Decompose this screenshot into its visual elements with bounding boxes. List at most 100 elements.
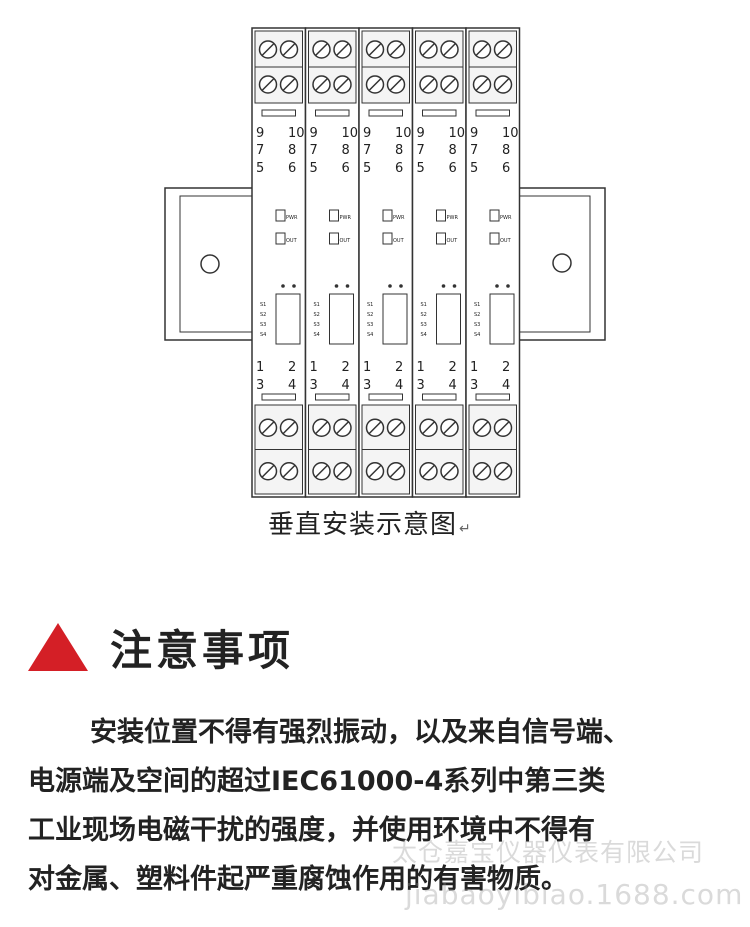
screw-slot: [261, 464, 275, 478]
dip-label: S2: [314, 312, 320, 318]
pin-number: 7: [256, 143, 264, 158]
pin-number: 5: [417, 161, 425, 176]
pin-number: 6: [288, 161, 296, 176]
notice-line: 对金属、塑料件起严重腐蚀作用的有害物质。: [28, 864, 568, 895]
pin-number: 9: [363, 126, 371, 141]
dip-label: S3: [314, 322, 320, 328]
pin-number: 9: [310, 126, 318, 141]
pin-number: 7: [417, 143, 425, 158]
led-out-icon: [329, 232, 339, 245]
screw-slot: [442, 77, 457, 92]
pin-number: 3: [256, 378, 264, 393]
screw-slot: [389, 421, 403, 435]
watermark-company: 太仓嘉宝仪器仪表有限公司: [392, 838, 705, 867]
pin-number: 3: [363, 378, 371, 393]
rail-mounting-hole-icon: [552, 253, 572, 273]
screw-slot: [314, 464, 329, 478]
screw-slot: [421, 421, 436, 435]
pin-number: 3: [470, 378, 478, 393]
dip-label: S1: [421, 302, 427, 308]
pin-number: 6: [342, 161, 350, 176]
dip-label: S2: [260, 312, 266, 318]
latch-tab: [315, 393, 350, 401]
screw-slot: [421, 42, 436, 57]
latch-tab: [475, 109, 510, 117]
dip-label: S1: [260, 302, 266, 308]
latch-tab: [315, 109, 350, 117]
latch-tab: [261, 109, 296, 117]
pin-number: 9: [256, 126, 264, 141]
screw-slot: [496, 42, 510, 57]
diagram-caption-text: 垂直安装示意图: [268, 510, 458, 540]
led-label: OUT: [447, 238, 459, 244]
led-out-icon: [382, 232, 393, 245]
dip-dot: [388, 284, 392, 288]
pin-number: 9: [417, 126, 425, 141]
pin-number: 5: [363, 161, 371, 176]
screw-slot: [282, 421, 296, 435]
screw-slot: [282, 77, 296, 92]
pin-number: 4: [502, 378, 510, 393]
pin-number: 8: [288, 143, 296, 158]
led-pwr-icon: [489, 209, 500, 222]
screw-slot: [335, 421, 350, 435]
pin-number: 7: [470, 143, 478, 158]
pin-number: 8: [449, 143, 457, 158]
dip-label: S2: [367, 312, 373, 318]
screw-slot: [282, 42, 296, 57]
led-label: PWR: [500, 215, 512, 221]
screw-slot: [368, 464, 382, 478]
pin-number: 10: [395, 126, 412, 141]
pin-number: 8: [395, 143, 403, 158]
screw-slot: [389, 42, 403, 57]
dip-dot: [452, 284, 457, 288]
dip-switch-window: [275, 293, 301, 345]
dip-label: S3: [367, 322, 373, 328]
dip-dot: [292, 284, 296, 288]
pin-number: 1: [470, 360, 478, 375]
screw-slot: [475, 464, 489, 478]
screw-slot: [368, 77, 382, 92]
notice-header: 注意事项: [28, 615, 294, 679]
dip-label: S1: [367, 302, 373, 308]
led-label: PWR: [286, 215, 298, 221]
dip-label: S2: [474, 312, 480, 318]
dip-label: S3: [421, 322, 427, 328]
dip-label: S2: [421, 312, 427, 318]
screw-slot: [475, 42, 489, 57]
screw-slot: [389, 77, 403, 92]
latch-tab: [475, 393, 510, 401]
notice-body: 安装位置不得有强烈振动，以及来自信号端、 电源端及空间的超过IEC61000-4…: [28, 708, 728, 904]
screw-slot: [314, 421, 329, 435]
screw-slot: [496, 464, 510, 478]
pin-number: 10: [502, 126, 519, 141]
notice-title: 注意事项: [110, 625, 295, 675]
pin-number: 1: [417, 360, 425, 375]
notice-line: 电源端及空间的超过IEC61000-4系列中第三类: [28, 766, 606, 797]
dip-switch-window: [436, 293, 461, 345]
screw-slot: [496, 421, 510, 435]
screw-slot: [261, 42, 275, 57]
pin-number: 10: [342, 126, 359, 141]
dip-dot: [345, 284, 350, 288]
latch-tab: [422, 109, 457, 117]
led-label: PWR: [393, 215, 405, 221]
diagram-caption: 垂直安装示意图↵: [268, 504, 472, 541]
screw-slot: [335, 77, 350, 92]
led-label: PWR: [447, 215, 459, 221]
watermark-domain: jiabaoyibiao.1688.com: [405, 878, 744, 911]
led-out-icon: [275, 232, 286, 245]
pin-number: 4: [288, 378, 296, 393]
pin-number: 2: [449, 360, 457, 375]
pin-number: 10: [288, 126, 305, 141]
pin-number: 7: [310, 143, 318, 158]
dip-label: S3: [260, 322, 266, 328]
dip-label: S4: [421, 332, 427, 338]
pin-number: 5: [256, 161, 264, 176]
latch-tab: [368, 393, 403, 401]
dip-dot: [506, 284, 510, 288]
